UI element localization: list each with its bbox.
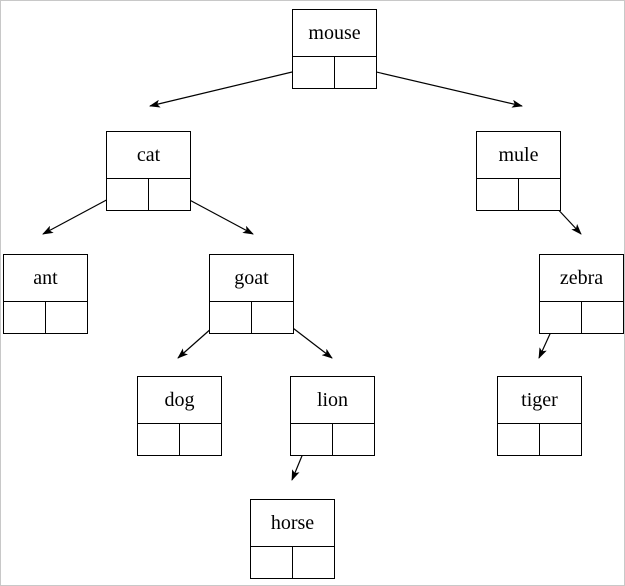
node-label-tiger: tiger — [498, 377, 581, 424]
node-left-pointer-mule[interactable] — [477, 179, 519, 211]
node-pointer-row-goat — [210, 302, 293, 334]
tree-node-dog[interactable]: dog — [137, 376, 222, 456]
node-pointer-row-dog — [138, 424, 221, 456]
node-label-dog: dog — [138, 377, 221, 424]
tree-node-zebra[interactable]: zebra — [539, 254, 624, 334]
node-left-pointer-tiger[interactable] — [498, 424, 540, 456]
node-right-pointer-zebra[interactable] — [582, 302, 624, 334]
node-pointer-row-mule — [477, 179, 560, 211]
node-label-zebra: zebra — [540, 255, 623, 302]
node-right-pointer-cat[interactable] — [149, 179, 191, 211]
node-pointer-row-cat — [107, 179, 190, 211]
node-left-pointer-dog[interactable] — [138, 424, 180, 456]
node-right-pointer-goat[interactable] — [252, 302, 294, 334]
node-label-ant: ant — [4, 255, 87, 302]
node-right-pointer-dog[interactable] — [180, 424, 222, 456]
tree-node-mouse[interactable]: mouse — [292, 9, 377, 89]
node-pointer-row-zebra — [540, 302, 623, 334]
tree-node-ant[interactable]: ant — [3, 254, 88, 334]
node-left-pointer-zebra[interactable] — [540, 302, 582, 334]
node-label-mule: mule — [477, 132, 560, 179]
node-pointer-row-ant — [4, 302, 87, 334]
node-left-pointer-mouse[interactable] — [293, 57, 335, 89]
node-left-pointer-lion[interactable] — [291, 424, 333, 456]
tree-node-mule[interactable]: mule — [476, 131, 561, 211]
node-right-pointer-horse[interactable] — [293, 547, 335, 579]
node-left-pointer-cat[interactable] — [107, 179, 149, 211]
node-label-mouse: mouse — [293, 10, 376, 57]
node-label-cat: cat — [107, 132, 190, 179]
node-right-pointer-tiger[interactable] — [540, 424, 582, 456]
node-pointer-row-mouse — [293, 57, 376, 89]
node-left-pointer-horse[interactable] — [251, 547, 293, 579]
node-left-pointer-goat[interactable] — [210, 302, 252, 334]
node-label-lion: lion — [291, 377, 374, 424]
tree-edge-mouse-to-mule — [354, 66, 523, 108]
node-pointer-row-lion — [291, 424, 374, 456]
node-label-goat: goat — [210, 255, 293, 302]
node-left-pointer-ant[interactable] — [4, 302, 46, 334]
node-pointer-row-horse — [251, 547, 334, 579]
node-label-horse: horse — [251, 500, 334, 547]
node-right-pointer-mouse[interactable] — [335, 57, 377, 89]
node-pointer-row-tiger — [498, 424, 581, 456]
tree-node-horse[interactable]: horse — [250, 499, 335, 579]
node-right-pointer-lion[interactable] — [333, 424, 375, 456]
tree-node-tiger[interactable]: tiger — [497, 376, 582, 456]
tree-node-lion[interactable]: lion — [290, 376, 375, 456]
tree-node-goat[interactable]: goat — [209, 254, 294, 334]
node-right-pointer-ant[interactable] — [46, 302, 88, 334]
node-right-pointer-mule[interactable] — [519, 179, 561, 211]
tree-edge-mouse-to-cat — [149, 66, 314, 108]
tree-node-cat[interactable]: cat — [106, 131, 191, 211]
